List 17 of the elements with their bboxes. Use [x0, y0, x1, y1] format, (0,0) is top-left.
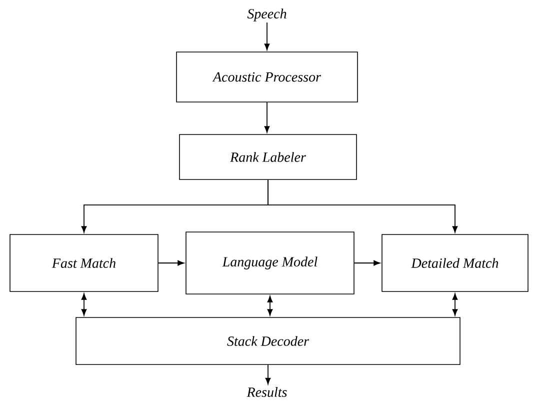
arrow [268, 179, 458, 233]
process-box: Language Model [186, 232, 354, 294]
arrow [267, 296, 273, 316]
arrow [81, 293, 87, 316]
arrow [158, 260, 184, 266]
arrow [265, 364, 271, 384]
process-box: Acoustic Processor [176, 52, 358, 102]
process-box: Detailed Match [382, 234, 528, 292]
process-box: Stack Decoder [76, 317, 460, 365]
arrow [264, 102, 270, 133]
arrow [452, 293, 458, 316]
process-box: Rank Labeler [179, 134, 357, 180]
process-box: Fast Match [10, 234, 158, 292]
arrow [264, 22, 270, 50]
arrow [354, 260, 380, 266]
text-label: Speech [247, 8, 286, 22]
text-label: Results [246, 387, 287, 397]
